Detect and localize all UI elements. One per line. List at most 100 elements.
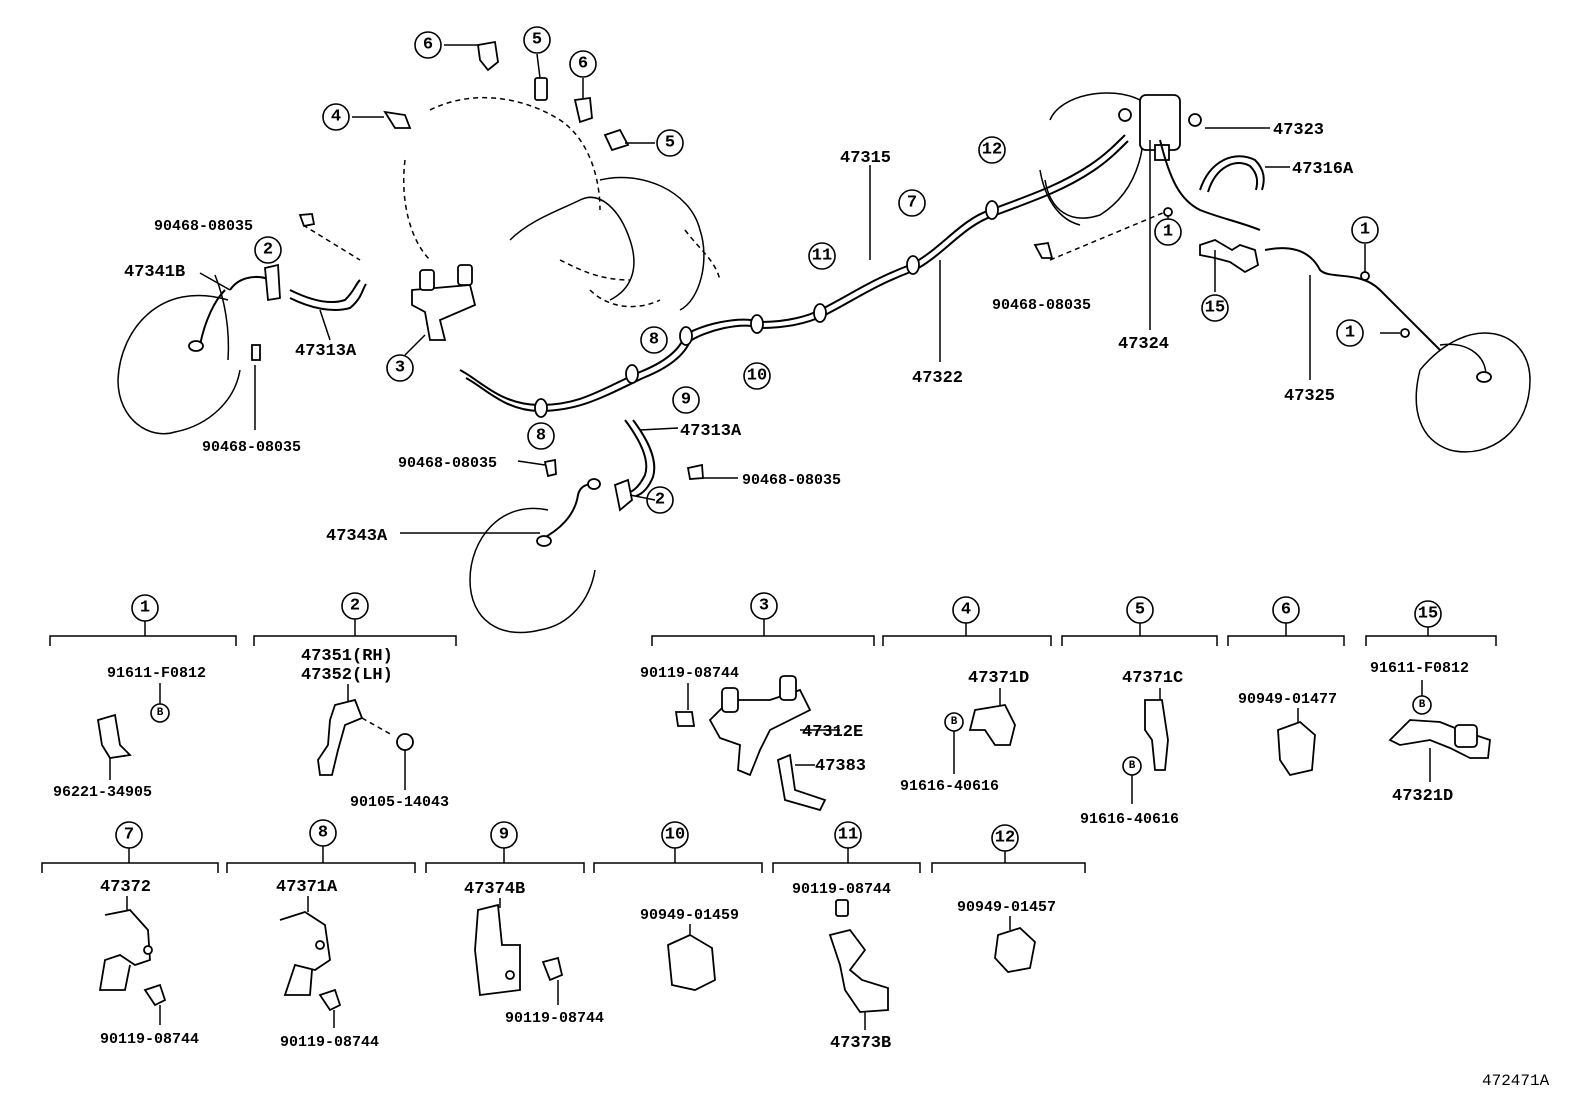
rear-bracket (1199, 239, 1260, 274)
svg-text:1: 1 (1163, 223, 1173, 242)
g5-part-1: 91616-40616 (1080, 811, 1179, 828)
svg-text:B: B (1129, 760, 1136, 772)
callouts-top: 6 5 6 4 5 2 3 8 8 9 10 11 7 12 2 1 15 1 … (254, 26, 1379, 514)
svg-text:7: 7 (124, 826, 134, 845)
g11-part-0: 90119-08744 (792, 881, 891, 898)
labels-top: 47323 47316A 47315 47322 47324 47325 473… (124, 121, 1354, 546)
detail-group-9: 9 47374B 90119-08744 (425, 821, 604, 1027)
g5-part-0: 47371C (1122, 669, 1183, 688)
leader-lines (199, 44, 1400, 534)
svg-text:8: 8 (649, 331, 659, 350)
callout-8-a: 8 (640, 326, 668, 354)
g8-part-0: 47371A (276, 878, 338, 897)
detail-group-10: 10 90949-01459 (593, 821, 763, 991)
callout-5-b: 5 (656, 129, 684, 157)
svg-text:8: 8 (536, 427, 546, 446)
callout-6-b: 6 (569, 50, 597, 78)
svg-text:11: 11 (812, 247, 832, 266)
svg-text:1: 1 (1360, 221, 1370, 240)
detail-group-3: 3 90119-08744 47312E 47383 (640, 592, 875, 812)
detail-group-15: 15 91611-F0812 B 47321D (1365, 600, 1497, 806)
callout-11-a: 11 (808, 242, 836, 270)
master-cylinder-booster (1039, 92, 1202, 226)
svg-text:B: B (157, 707, 164, 719)
label-47316a: 47316A (1292, 160, 1354, 179)
svg-text:6: 6 (1281, 601, 1291, 620)
callout-12-a: 12 (978, 136, 1006, 164)
detail-group-2: 2 47351(RH) 47352(LH) 90105-14043 (253, 592, 457, 811)
callout-2-a: 2 (254, 236, 282, 264)
callout-5-a: 5 (523, 26, 551, 54)
g7-part-1: 90119-08744 (100, 1031, 199, 1048)
svg-text:B: B (1419, 699, 1426, 711)
callout-6-a: 6 (414, 31, 442, 59)
detail-group-12: 12 90949-01457 (931, 824, 1086, 973)
g1-part-0: 91611-F0812 (107, 665, 206, 682)
svg-text:B: B (951, 716, 958, 728)
callout-15-a: 15 (1201, 294, 1229, 322)
callout-2-b: 2 (646, 486, 674, 514)
callout-3-a: 3 (386, 354, 414, 382)
svg-text:12: 12 (995, 829, 1015, 848)
line-clips (534, 200, 1410, 418)
svg-text:4: 4 (331, 108, 341, 127)
g3-part-1: 47312E (802, 723, 863, 742)
detail-group-6: 6 90949-01477 (1227, 596, 1345, 777)
callout-10-a: 10 (743, 362, 771, 390)
svg-text:5: 5 (532, 31, 542, 50)
label-90468-b: 90468-08035 (202, 439, 301, 456)
g2-part-2: 90105-14043 (350, 794, 449, 811)
figure-id: 472471A (1482, 1072, 1550, 1090)
svg-text:3: 3 (395, 359, 405, 378)
g8-part-1: 90119-08744 (280, 1034, 379, 1051)
label-90468-e: 90468-08035 (992, 297, 1091, 314)
g2-part-0: 47351(RH) (301, 647, 393, 666)
callout-9-a: 9 (672, 386, 700, 414)
label-47324: 47324 (1118, 335, 1169, 354)
svg-text:5: 5 (1135, 601, 1145, 620)
svg-text:9: 9 (499, 826, 509, 845)
g6-part-0: 90949-01477 (1238, 691, 1337, 708)
label-47325: 47325 (1284, 387, 1335, 406)
label-47322: 47322 (912, 369, 963, 388)
label-90468-d: 90468-08035 (742, 472, 841, 489)
svg-text:12: 12 (982, 141, 1002, 160)
svg-text:6: 6 (578, 55, 588, 74)
svg-text:15: 15 (1205, 299, 1225, 318)
callout-8-b: 8 (527, 422, 555, 450)
callout-1-c: 1 (1336, 319, 1364, 347)
callout-7-a: 7 (898, 189, 926, 217)
detail-group-1: 1 91611-F0812 B 96221-34905 (49, 594, 237, 801)
left-brake-disc (117, 274, 241, 435)
g3-part-2: 47383 (815, 757, 866, 776)
svg-text:1: 1 (1345, 324, 1355, 343)
svg-text:8: 8 (318, 824, 328, 843)
svg-text:7: 7 (907, 194, 917, 213)
label-90468-c: 90468-08035 (398, 455, 497, 472)
label-47315: 47315 (840, 149, 891, 168)
label-90468-a: 90468-08035 (154, 218, 253, 235)
g4-part-0: 47371D (968, 669, 1029, 688)
svg-text:2: 2 (263, 241, 273, 260)
detail-group-5: 5 47371C B 91616-40616 (1061, 596, 1218, 828)
svg-text:9: 9 (681, 391, 691, 410)
label-47341b: 47341B (124, 263, 185, 282)
svg-text:3: 3 (759, 597, 769, 616)
svg-text:15: 15 (1418, 605, 1438, 624)
g2-part-1: 47352(LH) (301, 666, 393, 685)
engine-outline (402, 96, 721, 311)
g9-part-1: 90119-08744 (505, 1010, 604, 1027)
small-clip-parts (251, 40, 1054, 512)
callout-1-a: 1 (1154, 218, 1182, 246)
label-47343a: 47343A (326, 527, 388, 546)
g1-part-1: 96221-34905 (53, 784, 152, 801)
svg-text:10: 10 (665, 826, 685, 845)
svg-text:2: 2 (655, 491, 665, 510)
detail-group-8: 8 47371A 90119-08744 (226, 819, 416, 1051)
callout-1-b: 1 (1351, 216, 1379, 244)
svg-text:6: 6 (423, 36, 433, 55)
label-47323: 47323 (1273, 121, 1324, 140)
g15-part-0: 91611-F0812 (1370, 660, 1469, 677)
